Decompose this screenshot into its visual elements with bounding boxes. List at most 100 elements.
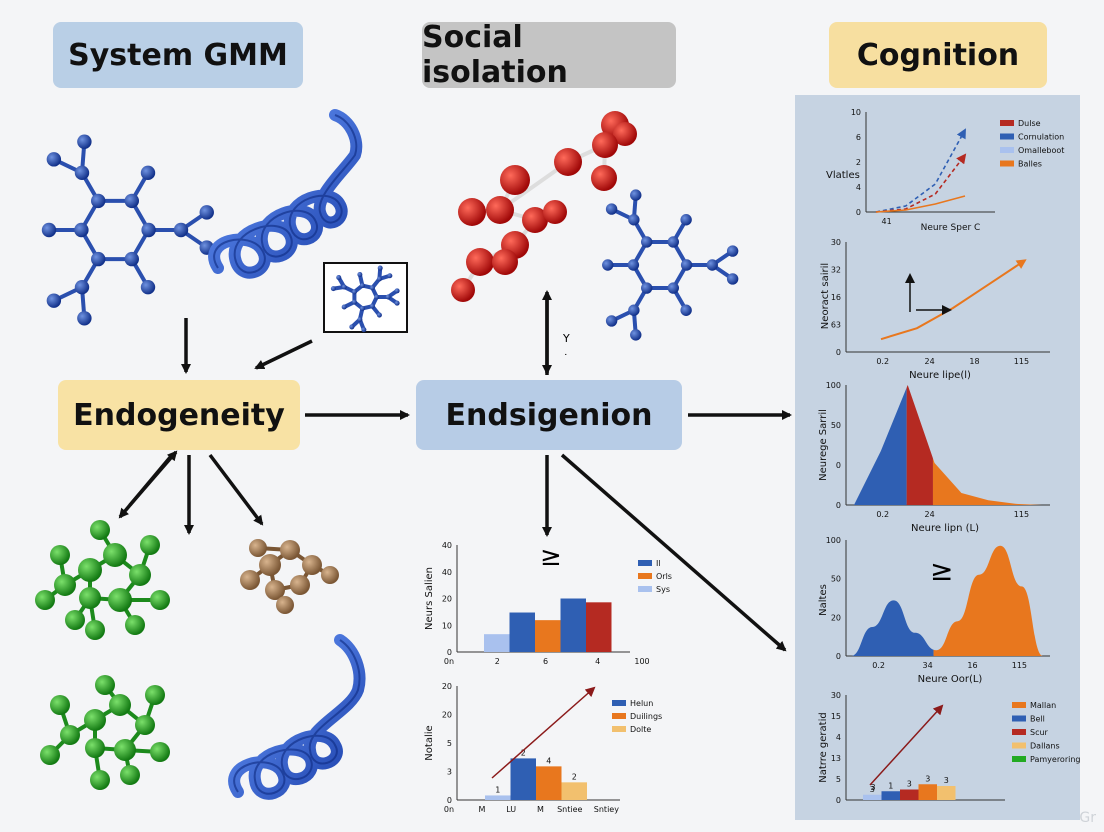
y-tick-label: 100 xyxy=(826,381,841,390)
molecule-atom xyxy=(641,282,653,294)
molecule-atom xyxy=(667,282,679,294)
legend-swatch xyxy=(1012,742,1026,749)
y-tick-label: 16 xyxy=(831,293,841,302)
x-tick-label: 0.2 xyxy=(876,357,889,366)
y-tick-label: 20 xyxy=(442,682,452,691)
molecule-atom xyxy=(140,165,156,181)
cognition-panel xyxy=(795,95,1080,820)
molecule-atom xyxy=(336,274,342,281)
legend-swatch xyxy=(1012,729,1026,735)
x-tick-label: 115 xyxy=(1014,357,1029,366)
legend-label: Dulse xyxy=(1018,119,1041,128)
y-tick-label: 100 xyxy=(826,536,841,545)
molecule-atom xyxy=(135,715,155,735)
molecule-atom xyxy=(385,294,391,300)
axis-label: Notalie xyxy=(424,725,435,760)
axis-label: Neurs Salien xyxy=(424,567,435,630)
molecule-atom xyxy=(592,132,618,158)
boxed-molecule-icon xyxy=(330,265,400,333)
molecule-atom xyxy=(458,198,486,226)
molecule-atom xyxy=(90,770,110,790)
molecule-atom xyxy=(85,738,105,758)
trend-arrow xyxy=(869,704,944,786)
y-tick-label: 20 xyxy=(442,711,452,720)
blue-molecule-icon xyxy=(41,134,214,326)
y-marker-dot: ˙ xyxy=(563,352,569,365)
legend-label: Cornulation xyxy=(1018,133,1064,142)
molecule-atom xyxy=(330,286,336,292)
legend-label: Mallan xyxy=(1030,701,1056,710)
legend-label: Il xyxy=(656,559,661,568)
x-tick-label: 0.2 xyxy=(876,510,889,519)
molecule-atom xyxy=(85,620,105,640)
molecule-atom xyxy=(108,588,132,612)
legend-swatch xyxy=(638,560,652,566)
greater-equal-marker-peak: ≥ xyxy=(930,554,953,587)
y-tick-label: 50 xyxy=(831,421,841,430)
x-axis-label: Neure lipe(l) xyxy=(909,370,971,381)
molecule-atom xyxy=(387,273,393,279)
molecule-atom xyxy=(77,134,92,149)
area-segment xyxy=(851,545,934,656)
legend-label: Pamyeroring xyxy=(1030,755,1080,764)
y-axis-label: Vlatles xyxy=(826,170,860,181)
molecule-atom xyxy=(627,259,640,271)
x-tick-label: 16 xyxy=(967,661,977,670)
header-cognition: Cognition xyxy=(829,22,1047,88)
molecule-atom xyxy=(276,596,294,614)
molecule-atom xyxy=(74,222,89,238)
arrow-icon xyxy=(254,339,313,370)
x-tick-label: 115 xyxy=(1014,510,1029,519)
x-tick-label: 2 xyxy=(495,657,500,666)
molecule-atom xyxy=(706,259,718,271)
molecule-atom xyxy=(349,324,355,330)
y-tick-label: 0 xyxy=(836,348,841,357)
molecule-atom xyxy=(74,165,90,181)
molecule-atom xyxy=(90,520,110,540)
molecule-atom xyxy=(377,265,383,271)
y-tick-label: 20 xyxy=(442,595,452,604)
legend-label: Orls xyxy=(656,572,672,581)
area-segment xyxy=(906,385,933,505)
legend-swatch xyxy=(638,573,652,579)
bar xyxy=(560,598,586,652)
protein-ribbon-icon xyxy=(228,634,366,800)
y-tick-label: 0 xyxy=(836,461,841,470)
molecule-atom xyxy=(613,122,637,146)
x-tick-label: 0n xyxy=(444,805,454,814)
molecule-atom xyxy=(140,535,160,555)
legend-label: Helun xyxy=(630,699,653,708)
bar-value-label: 3 xyxy=(907,780,912,789)
series-line xyxy=(875,128,966,213)
molecule-atom xyxy=(240,570,260,590)
molecule-atom xyxy=(150,742,170,762)
molecule-atom xyxy=(150,590,170,610)
molecule-atom xyxy=(359,283,365,289)
legend-label: Balles xyxy=(1018,160,1042,169)
legend-label: Scur xyxy=(1030,728,1049,737)
molecule-atom xyxy=(369,285,375,291)
trend-arrow xyxy=(491,686,596,779)
legend-label: Bell xyxy=(1030,715,1045,724)
legend-swatch xyxy=(612,726,626,732)
y-tick-label: 3 xyxy=(447,768,452,777)
legend-swatch xyxy=(1000,120,1014,126)
bar xyxy=(510,758,536,800)
bar xyxy=(863,794,882,800)
y-tick-label: 0 xyxy=(447,648,452,657)
molecule-atom xyxy=(628,304,640,316)
molecule-atom xyxy=(50,545,70,565)
molecule-atom xyxy=(628,214,640,226)
axis-label: Natrre geratid xyxy=(818,712,829,782)
molecule-atom xyxy=(374,294,380,300)
header-social-isolation: Social isolation xyxy=(422,20,676,90)
molecule-atom xyxy=(302,555,322,575)
molecule-atom xyxy=(466,248,494,276)
node-endsigenion: Endsigenion xyxy=(416,380,682,450)
molecule-atom xyxy=(129,564,151,586)
series-line xyxy=(875,195,966,213)
molecule-atom xyxy=(46,293,62,308)
molecule-atom xyxy=(74,279,90,295)
